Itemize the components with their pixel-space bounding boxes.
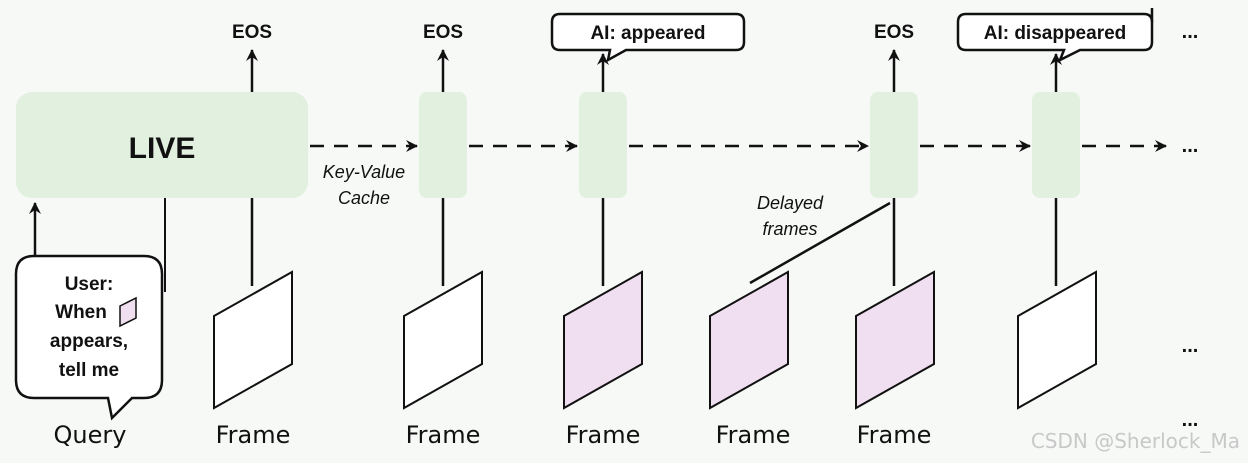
process-block-2	[579, 92, 627, 198]
frame-2	[403, 270, 483, 410]
frame-1	[213, 270, 293, 410]
delayed-label-line1: Delayed	[757, 193, 824, 213]
ellipsis-right-row: ...	[1182, 135, 1199, 157]
eos-label-2: EOS	[423, 22, 463, 43]
user-query-bubble	[14, 254, 164, 421]
frame-label-3: Frame	[566, 421, 641, 449]
ellipsis-top: ...	[1182, 21, 1199, 43]
frame-3-highlighted	[563, 270, 643, 410]
frame-label-2: Frame	[406, 421, 481, 449]
kv-cache-label-line1: Key-Value	[323, 162, 405, 182]
frame-6	[1017, 270, 1097, 410]
ai-disappeared-text: AI: disappeared	[984, 23, 1127, 44]
ellipsis-frames: ...	[1182, 335, 1199, 357]
user-query-line1: User:	[65, 274, 114, 295]
frame-5-highlighted-delayed	[855, 270, 935, 410]
user-query-line4: tell me	[59, 360, 119, 381]
query-object-icon	[119, 296, 137, 328]
live-label: LIVE	[129, 132, 196, 165]
eos-label-1: EOS	[232, 22, 272, 43]
frame-4-highlighted-delayed	[709, 270, 789, 410]
eos-label-3: EOS	[874, 22, 914, 43]
kv-cache-label-line2: Cache	[338, 188, 390, 208]
user-query-line3: appears,	[50, 331, 128, 352]
frame-label-4: Frame	[716, 421, 791, 449]
delayed-frame-line-diagonal	[749, 201, 891, 285]
process-block-3	[870, 92, 918, 198]
frame-label-1: Frame	[216, 421, 291, 449]
process-block-1	[419, 92, 467, 198]
ai-appeared-bubble	[550, 12, 746, 63]
live-model-block	[16, 92, 308, 198]
user-query-line2: When	[55, 302, 107, 323]
process-block-4	[1032, 92, 1080, 198]
delayed-label-line2: frames	[762, 219, 817, 239]
watermark: CSDN @Sherlock_Ma	[1031, 429, 1240, 453]
query-caption: Query	[54, 421, 127, 449]
ellipsis-bottom: ...	[1182, 409, 1199, 431]
frame-label-5: Frame	[857, 421, 932, 449]
ai-appeared-text: AI: appeared	[590, 23, 705, 44]
